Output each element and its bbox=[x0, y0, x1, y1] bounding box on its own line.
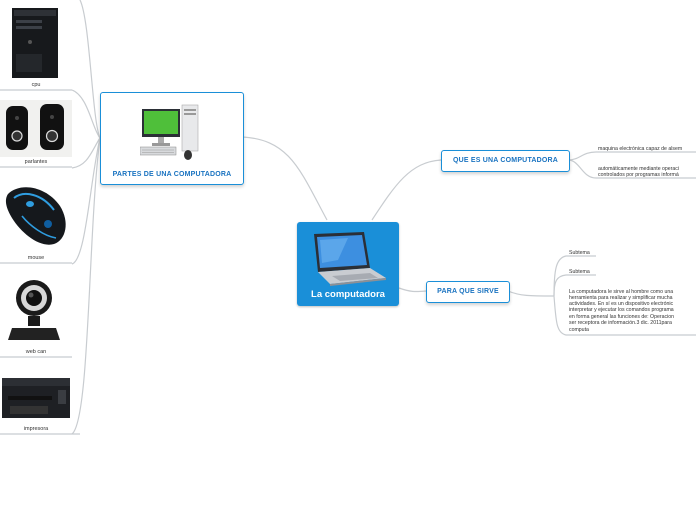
para-que-subtema-2[interactable]: Subtema bbox=[569, 269, 590, 275]
branch-que-es[interactable]: QUE ES UNA COMPUTADORA bbox=[441, 150, 570, 172]
central-node[interactable]: La computadora bbox=[297, 222, 399, 306]
connector-central-que-es bbox=[371, 159, 442, 221]
description-line: interpretar y ejecutar los comandos prog… bbox=[569, 307, 674, 313]
que-es-item-2-cont: controlados por programas informá bbox=[598, 172, 679, 178]
connector-partes-mouse bbox=[71, 137, 101, 169]
que-es-item-2[interactable]: automáticamente mediante operaci bbox=[598, 166, 680, 172]
webcam-icon bbox=[8, 280, 60, 340]
connector-que-es-item2 bbox=[567, 159, 696, 179]
description-line: en forma general las funciones de: Opera… bbox=[569, 314, 674, 320]
branch-para-que-title: PARA QUE SIRVE bbox=[437, 288, 499, 295]
mouse-caption: mouse bbox=[27, 255, 45, 261]
parlantes-caption: parlantes bbox=[24, 159, 48, 165]
connector-partes-parlantes bbox=[71, 89, 101, 139]
connector-central-para-que bbox=[398, 287, 427, 293]
description-line: actividades. En sí es un dispositivo ele… bbox=[569, 301, 674, 307]
branch-partes-title: PARTES DE UNA COMPUTADORA bbox=[112, 171, 232, 178]
central-title: La computadora bbox=[311, 289, 385, 300]
cpu-caption: cpu bbox=[31, 82, 41, 88]
connector-que-es-item1 bbox=[567, 151, 696, 161]
speakers-icon bbox=[6, 104, 64, 150]
mouse-icon bbox=[5, 187, 66, 245]
cpu-tower-icon bbox=[12, 8, 58, 78]
description-line: herramienta para realizar y simplificar … bbox=[569, 295, 673, 301]
printer-icon bbox=[2, 378, 70, 418]
que-es-item-1[interactable]: maquina electrónica capaz de alsem bbox=[598, 146, 683, 152]
branch-que-es-title: QUE ES UNA COMPUTADORA bbox=[452, 157, 559, 164]
connector-partes-cpu bbox=[79, 0, 101, 139]
connector-partes-webcam bbox=[71, 137, 101, 265]
connector-partes-printer bbox=[71, 137, 101, 435]
connector-para-que-description bbox=[553, 295, 696, 336]
connector-para-que-subtema2 bbox=[553, 274, 596, 297]
impresora-caption: impresora bbox=[23, 426, 49, 432]
description-line: ser receptora de información.3 dic. 2011… bbox=[569, 320, 672, 326]
desktop-computer-icon bbox=[139, 103, 204, 166]
webcam-caption: web can bbox=[25, 349, 47, 355]
mouse-card[interactable] bbox=[0, 178, 72, 252]
description-line: La computadora le sirve al hombre como u… bbox=[569, 289, 674, 295]
laptop-icon bbox=[308, 230, 388, 291]
description-line: computa bbox=[569, 327, 589, 333]
connector-central-partes bbox=[242, 136, 328, 221]
branch-para-que[interactable]: PARA QUE SIRVE bbox=[426, 281, 510, 303]
para-que-subtema-1[interactable]: Subtema bbox=[569, 250, 590, 256]
connector-para-que-hub bbox=[507, 290, 555, 297]
cpu-card[interactable] bbox=[0, 6, 72, 79]
webcam-card[interactable] bbox=[0, 274, 72, 346]
branch-partes[interactable]: PARTES DE UNA COMPUTADORA bbox=[100, 92, 244, 185]
parlantes-card[interactable] bbox=[0, 100, 72, 157]
impresora-card[interactable] bbox=[0, 368, 72, 423]
